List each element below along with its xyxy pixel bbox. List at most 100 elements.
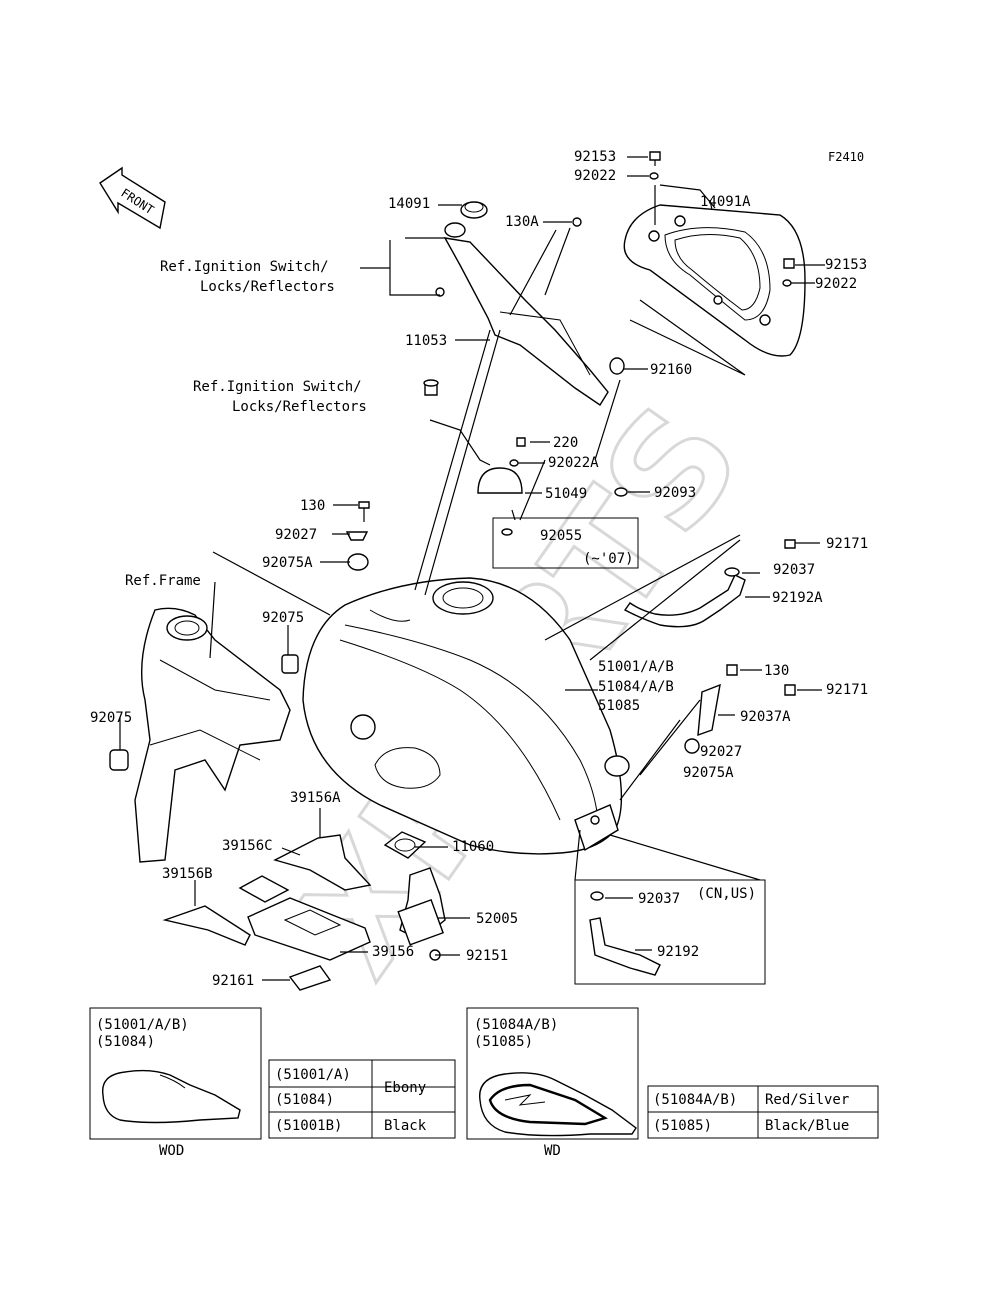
label-92022A: 92022A [548, 455, 599, 471]
label-130A: 130A [505, 214, 539, 230]
ct1-row1-part: (51001/A) [275, 1067, 351, 1083]
label-92161: 92161 [212, 973, 254, 989]
ref-frame: Ref.Frame [125, 573, 201, 589]
figure-code: F2410 [828, 150, 864, 164]
label-92022-r: 92022 [815, 276, 857, 292]
gasket-11060 [383, 831, 427, 859]
leader-lines [119, 156, 825, 981]
label-14091: 14091 [388, 196, 430, 212]
label-92192A: 92192A [772, 590, 823, 606]
label-51085: 51085 [598, 698, 640, 714]
pad-39156C [238, 875, 290, 903]
label-92153-top: 92153 [574, 149, 616, 165]
label-92151: 92151 [466, 948, 508, 964]
label-92055: 92055 [540, 528, 582, 544]
label-220: 220 [553, 435, 578, 451]
washer-92022-r [782, 279, 792, 287]
cap-14091 [460, 201, 488, 219]
grommet-92075-left [281, 654, 299, 674]
ct2-row1-part: (51084A/B) [653, 1092, 737, 1108]
label-us-note: (CN,US) [697, 886, 756, 902]
ct2-row2-part: (51085) [653, 1118, 712, 1134]
label-51001: 51001/A/B [598, 659, 674, 675]
pad-51049 [477, 467, 523, 494]
label-11060: 11060 [452, 839, 494, 855]
label-92075-ll: 92075 [90, 710, 132, 726]
color-table-1: (51001/A) (51084) Ebony (51001B) Black [268, 1059, 456, 1139]
hose-92037A [697, 683, 721, 737]
washer-92022A [509, 459, 519, 467]
screw-92153-r [783, 258, 795, 269]
box-wod-caption: WOD [159, 1143, 184, 1159]
fuel-tank [302, 577, 623, 855]
label-14091A: 14091A [700, 194, 751, 210]
box-wd: (51084A/B) (51085) WD [466, 1007, 639, 1159]
grommet-92075A-left [347, 553, 369, 571]
pump-52005 [397, 867, 446, 946]
box-wod-line2: (51084) [96, 1034, 155, 1050]
us-hose-box [574, 879, 766, 985]
box-wod-line1: (51001/A/B) [96, 1017, 189, 1033]
label-130-right: 130 [764, 663, 789, 679]
ref-ignition-1-line1: Ref.Ignition Switch/ [160, 259, 329, 275]
label-92192: 92192 [657, 944, 699, 960]
pad-39156 [247, 897, 371, 961]
part-labels: 92153 92022 14091A 92153 92022 14091 130… [90, 149, 868, 989]
bolt-130-left [358, 501, 370, 522]
bracket-11053 [435, 222, 609, 406]
bolt-130A [572, 217, 582, 227]
label-92075A-left: 92075A [262, 555, 313, 571]
screw-92153-top [649, 151, 661, 166]
label-39156C: 39156C [222, 838, 273, 854]
label-11053: 11053 [405, 333, 447, 349]
frame-ref [134, 607, 291, 863]
collar-92027-left [345, 531, 369, 541]
clip-92171-top [784, 539, 796, 549]
pad-92161 [288, 965, 332, 991]
bolt-220 [516, 437, 526, 447]
ct2-row1-color: Red/Silver [765, 1092, 849, 1108]
label-92171-right: 92171 [826, 682, 868, 698]
grommet-92075-ll [109, 749, 129, 771]
grommet-92160 [609, 357, 625, 375]
label-39156A: 39156A [290, 790, 341, 806]
collar-92027-right [684, 738, 700, 754]
clip-92093 [614, 487, 628, 497]
label-52005: 52005 [476, 911, 518, 927]
label-92037: 92037 [773, 562, 815, 578]
label-51084: 51084/A/B [598, 679, 674, 695]
label-39156B: 39156B [162, 866, 213, 882]
ref-ignition-1-line2: Locks/Reflectors [200, 279, 335, 295]
label-92093: 92093 [654, 485, 696, 501]
pad-39156B [162, 905, 251, 946]
ref-ignition-2-line1: Ref.Ignition Switch/ [193, 379, 362, 395]
label-92027-left: 92027 [275, 527, 317, 543]
label-92075-left: 92075 [262, 610, 304, 626]
ct1-row3-color: Black [384, 1118, 427, 1134]
washer-92022-top [649, 172, 659, 180]
label-92171-top: 92171 [826, 536, 868, 552]
label-92037-us: 92037 [638, 891, 680, 907]
label-92027-right: 92027 [700, 744, 742, 760]
label-92037A: 92037A [740, 709, 791, 725]
clip-92171-right [784, 684, 796, 696]
box-wd-caption: WD [544, 1143, 561, 1159]
label-92055-box [492, 517, 639, 569]
label-130-left: 130 [300, 498, 325, 514]
label-92075A-right: 92075A [683, 765, 734, 781]
ct1-row1-color: Ebony [384, 1080, 426, 1096]
label-92055-note: (~'07) [583, 551, 634, 567]
box-wd-line2: (51085) [474, 1034, 533, 1050]
box-wd-line1: (51084A/B) [474, 1017, 558, 1033]
label-92153-r: 92153 [825, 257, 867, 273]
ct1-row2-part: (51084) [275, 1092, 334, 1108]
ct1-row3-part: (51001B) [275, 1118, 342, 1134]
ref-ignition-2-line2: Locks/Reflectors [232, 399, 367, 415]
label-92022-top: 92022 [574, 168, 616, 184]
cover-14091A [623, 204, 806, 357]
plug-ref [423, 379, 439, 396]
label-92160: 92160 [650, 362, 692, 378]
grommet-92075A-right [604, 755, 630, 777]
label-39156: 39156 [372, 944, 414, 960]
